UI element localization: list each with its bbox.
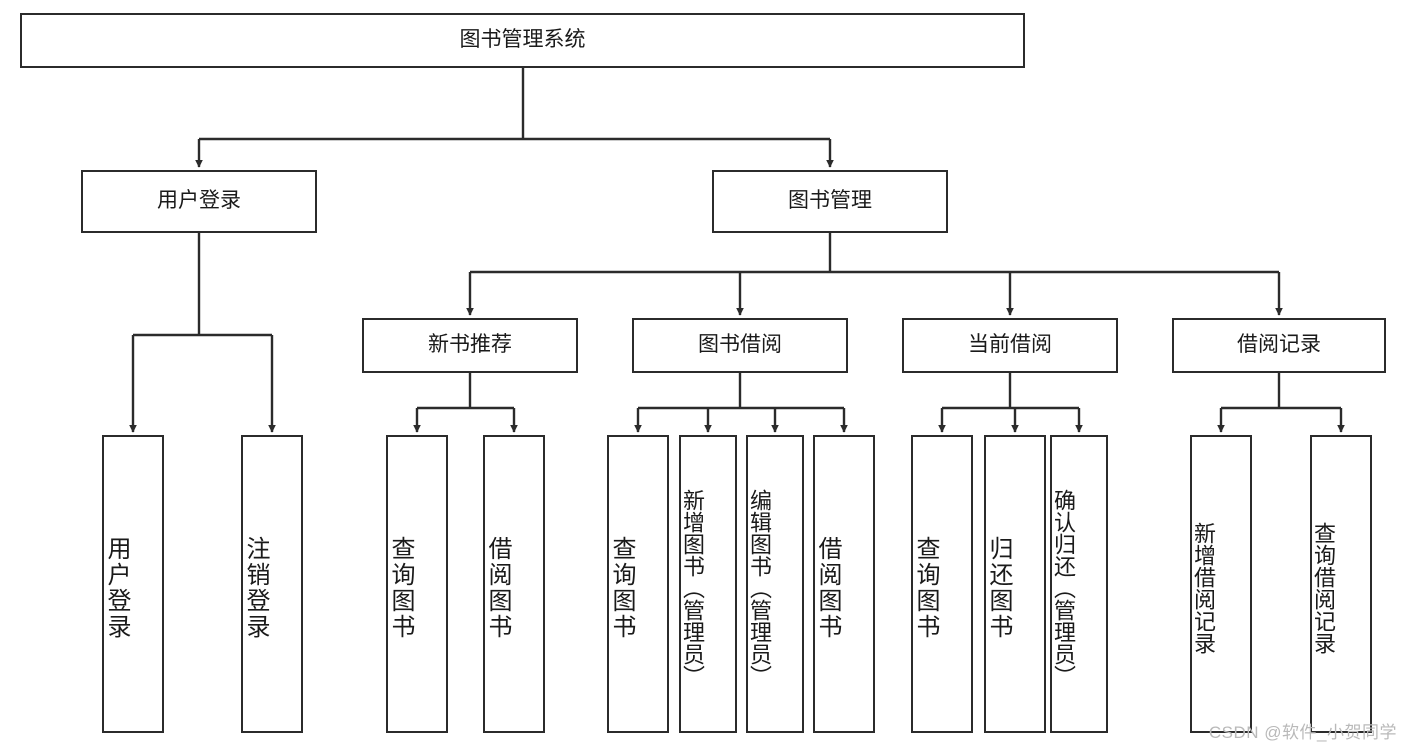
node-l-nb-borrow[interactable]: 借阅图书 — [483, 435, 545, 733]
node-label: 借阅记录 — [1237, 333, 1321, 357]
node-l-re-add[interactable]: 新增借阅记录 — [1190, 435, 1252, 733]
node-label: 图书管理系统 — [459, 28, 586, 52]
node-label: 图书借阅 — [698, 333, 782, 357]
node-label: 新书推荐 — [428, 333, 512, 357]
node-label: 用户登录 — [103, 536, 130, 640]
node-label: 查询借阅记录 — [1311, 522, 1336, 654]
node-label: 注销登录 — [242, 536, 269, 640]
node-l-re-query[interactable]: 查询借阅记录 — [1310, 435, 1372, 733]
node-l-logout[interactable]: 注销登录 — [241, 435, 303, 733]
node-label: 借阅图书 — [814, 536, 841, 640]
node-l-cu-confirm[interactable]: 确认归还（管理员） — [1050, 435, 1108, 733]
node-login[interactable]: 用户登录 — [81, 170, 317, 233]
node-label: 新增借阅记录 — [1191, 522, 1216, 654]
node-bookmgmt[interactable]: 图书管理 — [712, 170, 948, 233]
node-label: 归还图书 — [985, 536, 1012, 640]
node-label: 编辑图书（管理员） — [747, 489, 772, 687]
node-l-nb-query[interactable]: 查询图书 — [386, 435, 448, 733]
node-label: 图书管理 — [788, 189, 872, 213]
node-current[interactable]: 当前借阅 — [902, 318, 1118, 373]
watermark-text: CSDN @软件_小贺同学 — [1208, 723, 1397, 742]
node-label: 新增图书（管理员） — [680, 489, 705, 687]
node-root[interactable]: 图书管理系统 — [20, 13, 1025, 68]
node-label: 确认归还（管理员） — [1051, 489, 1076, 687]
node-label: 借阅图书 — [484, 536, 511, 640]
node-records[interactable]: 借阅记录 — [1172, 318, 1386, 373]
node-label: 用户登录 — [157, 189, 241, 213]
node-l-bo-lend[interactable]: 借阅图书 — [813, 435, 875, 733]
node-newbook[interactable]: 新书推荐 — [362, 318, 578, 373]
node-l-bo-edit[interactable]: 编辑图书（管理员） — [746, 435, 804, 733]
node-label: 查询图书 — [912, 536, 939, 640]
node-l-bo-add[interactable]: 新增图书（管理员） — [679, 435, 737, 733]
node-l-bo-query[interactable]: 查询图书 — [607, 435, 669, 733]
node-label: 当前借阅 — [968, 333, 1052, 357]
node-l-cu-return[interactable]: 归还图书 — [984, 435, 1046, 733]
node-l-cu-query[interactable]: 查询图书 — [911, 435, 973, 733]
node-label: 查询图书 — [387, 536, 414, 640]
node-l-login[interactable]: 用户登录 — [102, 435, 164, 733]
node-label: 查询图书 — [608, 536, 635, 640]
node-borrow[interactable]: 图书借阅 — [632, 318, 848, 373]
